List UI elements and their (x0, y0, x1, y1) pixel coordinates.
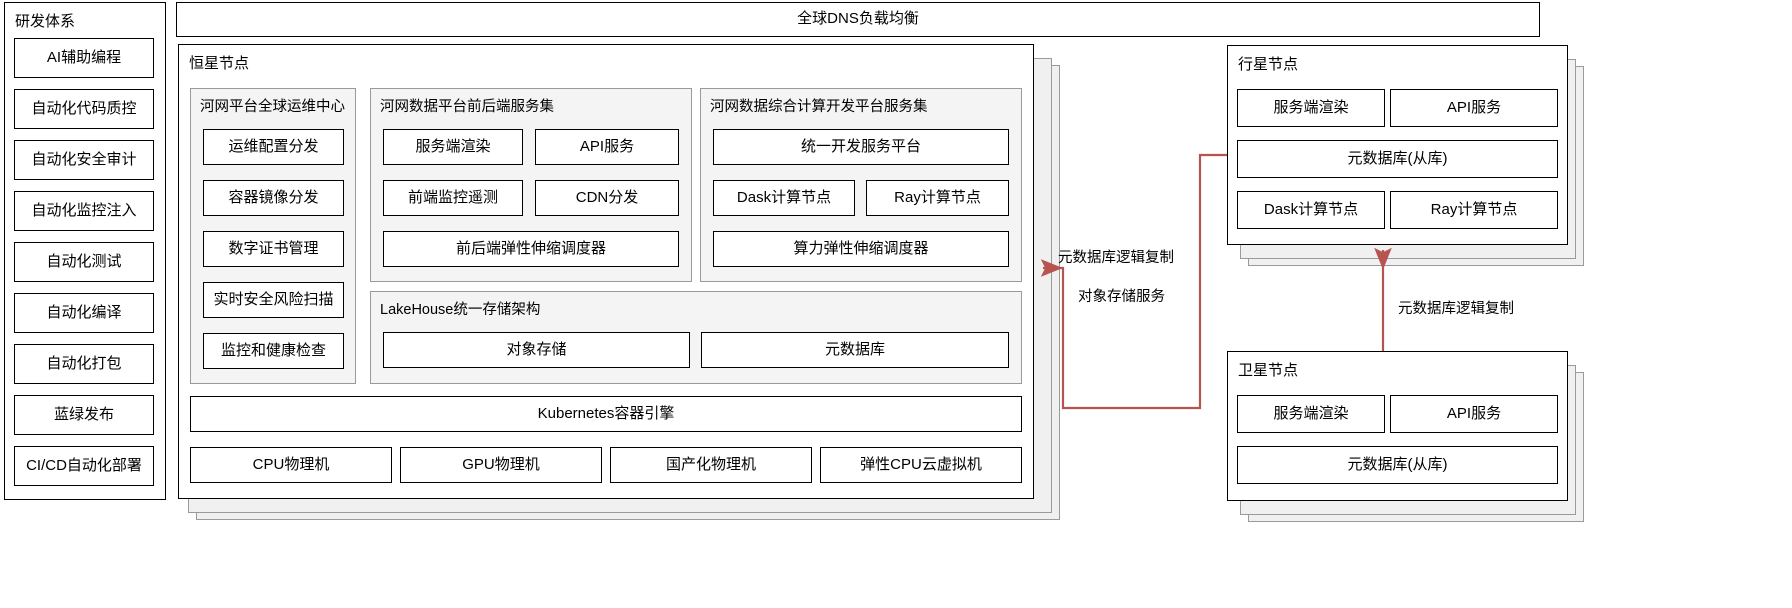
fe-be-item-label: CDN分发 (575, 188, 639, 206)
lakehouse-item-label: 对象存储 (506, 340, 567, 358)
planet-item-label: API服务 (1446, 98, 1502, 116)
kubernetes-label: Kubernetes容器引擎 (537, 404, 675, 422)
sidebar-title: 研发体系 (15, 13, 76, 30)
sidebar-item-label: 蓝绿发布 (53, 405, 114, 423)
sidebar-item-code-quality[interactable]: 自动化代码质控 (14, 89, 154, 129)
satellite-node-title: 卫星节点 (1238, 362, 1299, 379)
digital-certificate-management[interactable]: 数字证书管理 (203, 231, 344, 267)
satellite-api-service[interactable]: API服务 (1390, 395, 1558, 433)
sidebar-item-label: 自动化监控注入 (31, 201, 137, 219)
sidebar-item-label: 自动化测试 (46, 252, 122, 270)
sidebar-item-auto-package[interactable]: 自动化打包 (14, 344, 154, 384)
planet-item-label: 服务端渲染 (1273, 98, 1349, 116)
cpu-physical-machine[interactable]: CPU物理机 (190, 447, 392, 483)
infra-item-label: GPU物理机 (462, 455, 540, 473)
connector-label-metadata-replication-left: 元数据库逻辑复制 (1058, 250, 1174, 266)
fe-be-item-label: 前端监控遥测 (407, 188, 498, 206)
ops-item-label: 监控和健康检查 (220, 341, 326, 359)
realtime-security-risk-scan[interactable]: 实时安全风险扫描 (203, 282, 344, 318)
planet-metadata-replica[interactable]: 元数据库(从库) (1237, 140, 1558, 178)
metadata-database[interactable]: 元数据库 (701, 332, 1009, 368)
sidebar-item-label: 自动化代码质控 (31, 99, 137, 117)
compute-item-label: 统一开发服务平台 (800, 137, 921, 155)
compute-item-label: 算力弹性伸缩调度器 (793, 239, 929, 257)
lakehouse-title: LakeHouse统一存储架构 (380, 302, 541, 318)
fe-be-item-label: 前后端弹性伸缩调度器 (455, 239, 606, 257)
fe-be-services-title: 河网数据平台前后端服务集 (380, 99, 554, 115)
sidebar-item-auto-test[interactable]: 自动化测试 (14, 242, 154, 282)
lakehouse-item-label: 元数据库 (824, 340, 885, 358)
sidebar-item-label: 自动化安全审计 (31, 150, 137, 168)
ops-config-distribution[interactable]: 运维配置分发 (203, 129, 344, 165)
star-node-title: 恒星节点 (189, 55, 250, 72)
elastic-cpu-cloud-vm[interactable]: 弹性CPU云虚拟机 (820, 447, 1022, 483)
ops-item-label: 数字证书管理 (228, 239, 319, 257)
fe-be-elastic-scaling-scheduler[interactable]: 前后端弹性伸缩调度器 (383, 231, 679, 267)
compute-platform-title: 河网数据综合计算开发平台服务集 (710, 99, 928, 115)
sidebar-item-label: 自动化打包 (46, 354, 122, 372)
planet-server-side-rendering[interactable]: 服务端渲染 (1237, 89, 1385, 127)
ops-item-label: 运维配置分发 (228, 137, 319, 155)
planet-to-star-link (1040, 153, 1227, 410)
compute-item-label: Dask计算节点 (736, 188, 832, 206)
unified-dev-service-platform[interactable]: 统一开发服务平台 (713, 129, 1009, 165)
infra-item-label: CPU物理机 (252, 455, 330, 473)
sidebar-item-blue-green-release[interactable]: 蓝绿发布 (14, 395, 154, 435)
satellite-item-label: 元数据库(从库) (1347, 455, 1448, 473)
kubernetes-container-engine[interactable]: Kubernetes容器引擎 (190, 396, 1022, 432)
sidebar-item-auto-compile[interactable]: 自动化编译 (14, 293, 154, 333)
planet-ray-compute-node[interactable]: Ray计算节点 (1390, 191, 1558, 229)
satellite-item-label: API服务 (1446, 404, 1502, 422)
api-service[interactable]: API服务 (535, 129, 679, 165)
sidebar-item-label: AI辅助编程 (46, 48, 122, 66)
planet-item-label: Dask计算节点 (1263, 200, 1359, 218)
monitoring-health-check[interactable]: 监控和健康检查 (203, 333, 344, 369)
dask-compute-node[interactable]: Dask计算节点 (713, 180, 855, 216)
ops-item-label: 容器镜像分发 (228, 188, 319, 206)
connector-label-object-storage-service: 对象存储服务 (1078, 289, 1165, 305)
sidebar-item-security-audit[interactable]: 自动化安全审计 (14, 140, 154, 180)
planet-api-service[interactable]: API服务 (1390, 89, 1558, 127)
connector-label-metadata-replication-right: 元数据库逻辑复制 (1398, 301, 1514, 317)
ray-compute-node[interactable]: Ray计算节点 (866, 180, 1009, 216)
ops-center-title: 河网平台全球运维中心 (200, 99, 345, 115)
ops-item-label: 实时安全风险扫描 (213, 290, 334, 308)
container-image-distribution[interactable]: 容器镜像分发 (203, 180, 344, 216)
compute-item-label: Ray计算节点 (894, 188, 981, 206)
frontend-monitoring-telemetry[interactable]: 前端监控遥测 (383, 180, 523, 216)
fe-be-item-label: API服务 (579, 137, 635, 155)
domestic-physical-machine[interactable]: 国产化物理机 (610, 447, 812, 483)
sidebar-item-label: 自动化编译 (46, 303, 122, 321)
gpu-physical-machine[interactable]: GPU物理机 (400, 447, 602, 483)
fe-be-item-label: 服务端渲染 (415, 137, 491, 155)
object-storage[interactable]: 对象存储 (383, 332, 690, 368)
planet-dask-compute-node[interactable]: Dask计算节点 (1237, 191, 1385, 229)
planet-item-label: 元数据库(从库) (1347, 149, 1448, 167)
satellite-server-side-rendering[interactable]: 服务端渲染 (1237, 395, 1385, 433)
cdn-distribution[interactable]: CDN分发 (535, 180, 679, 216)
infra-item-label: 国产化物理机 (665, 455, 756, 473)
sidebar-item-monitoring-inject[interactable]: 自动化监控注入 (14, 191, 154, 231)
sidebar-item-label: CI/CD自动化部署 (26, 456, 142, 474)
infra-item-label: 弹性CPU云虚拟机 (860, 455, 982, 473)
server-side-rendering[interactable]: 服务端渲染 (383, 129, 523, 165)
planet-item-label: Ray计算节点 (1430, 200, 1518, 218)
sidebar-item-cicd-deploy[interactable]: CI/CD自动化部署 (14, 446, 154, 486)
sidebar-item-ai-coding[interactable]: AI辅助编程 (14, 38, 154, 78)
global-dns-load-balancer: 全球DNS负载均衡 (176, 2, 1540, 37)
planet-node-title: 行星节点 (1238, 56, 1299, 73)
global-dns-label: 全球DNS负载均衡 (797, 10, 919, 28)
satellite-item-label: 服务端渲染 (1273, 404, 1349, 422)
satellite-metadata-replica[interactable]: 元数据库(从库) (1237, 446, 1558, 484)
compute-elastic-scaling-scheduler[interactable]: 算力弹性伸缩调度器 (713, 231, 1009, 267)
